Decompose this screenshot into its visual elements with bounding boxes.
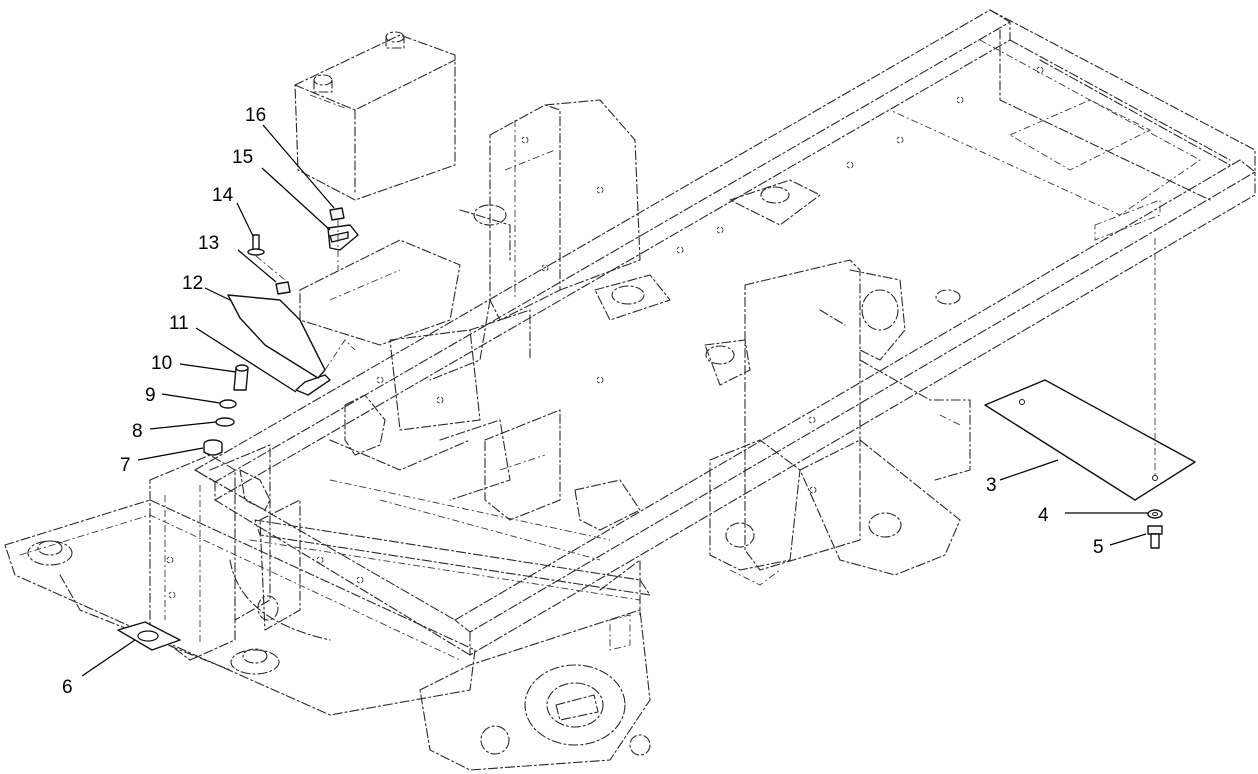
part-3-plate-hole [1152, 475, 1158, 481]
callout-12: 12 [182, 273, 203, 294]
callout-13: 13 [198, 233, 219, 254]
part-13-nut [275, 281, 291, 295]
leader-14 [236, 202, 254, 237]
leader-13 [237, 249, 277, 283]
callout-10: 10 [151, 353, 172, 374]
leader-11 [195, 327, 297, 393]
callout-7: 7 [120, 455, 131, 476]
part-6-gasket [117, 621, 181, 651]
callout-5: 5 [1093, 537, 1104, 558]
part-7-bushing [203, 439, 223, 456]
part-15-bracket [327, 224, 359, 251]
part-4-washer-hole [1152, 512, 1158, 516]
leader-6 [81, 639, 136, 677]
callout-14: 14 [212, 185, 234, 206]
callout-11: 11 [169, 313, 189, 334]
part-3-cover-plate [984, 379, 1196, 501]
leader-8 [149, 421, 217, 430]
leader-16 [262, 124, 335, 209]
callout-9: 9 [145, 385, 156, 406]
leader-12 [204, 287, 231, 301]
part-8-ring [215, 417, 235, 427]
part-11-clip [295, 374, 331, 396]
part-12-shield [227, 294, 356, 379]
part-14-bolt [247, 234, 286, 281]
chassis-frame [4, 9, 1256, 771]
part-3-plate-hole [1019, 399, 1025, 405]
part-9-washer [219, 399, 237, 409]
leader-15 [261, 167, 331, 231]
leader-10 [179, 363, 237, 373]
leader-3 [999, 459, 1059, 481]
part-5-bolt [1147, 525, 1163, 549]
callout-15: 15 [232, 147, 253, 168]
leader-9 [161, 393, 221, 404]
part-16-nut [329, 207, 345, 270]
callout-3: 3 [986, 475, 997, 496]
callout-6: 6 [62, 677, 73, 698]
callout-16: 16 [245, 105, 266, 126]
leader-5 [1109, 533, 1147, 546]
battery [294, 31, 456, 201]
callout-4: 4 [1038, 505, 1049, 526]
callout-8: 8 [132, 421, 143, 442]
part-10-pin [233, 364, 249, 391]
part-4-washer [1147, 509, 1163, 519]
leader-7 [137, 447, 204, 461]
